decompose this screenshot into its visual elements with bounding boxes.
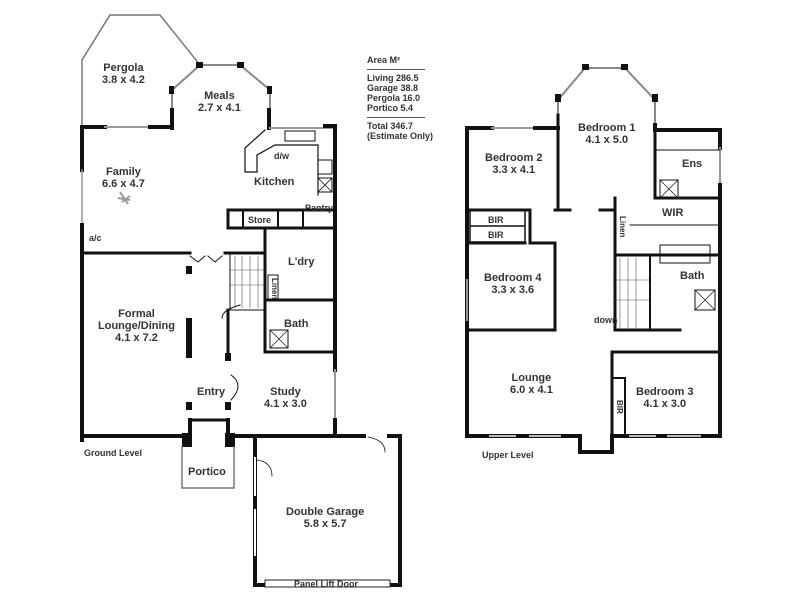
room-store: Store xyxy=(248,215,272,225)
room-pantry: Pantry xyxy=(305,203,334,213)
room-bir-3: BIR xyxy=(615,400,624,414)
area-total: Total 346.7 xyxy=(367,121,413,131)
room-bath-upper: Bath xyxy=(680,270,705,282)
area-summary: Area M² Living 286.5 Garage 38.8 Pergola… xyxy=(367,55,437,141)
ceiling-fan-icon xyxy=(117,191,131,205)
label-dishwasher: d/w xyxy=(274,151,289,161)
label-ac: a/c xyxy=(89,233,102,243)
area-note: (Estimate Only) xyxy=(367,131,434,141)
area-row-living: Living 286.5 xyxy=(367,73,419,83)
room-laundry: L'dry xyxy=(288,256,315,268)
room-wir: WIR xyxy=(662,207,684,219)
room-linen-ground: Linen xyxy=(270,278,279,300)
label-panel-lift-door: Panel Lift Door xyxy=(294,579,359,589)
ground-level-title: Ground Level xyxy=(84,448,143,458)
room-entry: Entry xyxy=(197,386,226,398)
pergola-outline xyxy=(81,14,202,126)
area-title: Area M² xyxy=(367,55,401,65)
room-portico: Portico xyxy=(188,466,226,478)
room-linen-upper: Linen xyxy=(618,216,627,238)
area-row-portico: Portico 5.4 xyxy=(367,103,414,113)
upper-level-title: Upper Level xyxy=(482,450,534,460)
room-kitchen: Kitchen xyxy=(254,176,295,188)
room-bir-2: BIR xyxy=(488,230,504,240)
room-bir-1: BIR xyxy=(488,215,504,225)
area-row-pergola: Pergola 16.0 xyxy=(367,93,421,103)
room-ensuite: Ens xyxy=(682,158,703,170)
area-row-garage: Garage 38.8 xyxy=(367,83,419,93)
label-stairs-down: down xyxy=(594,315,618,325)
divider xyxy=(367,117,425,118)
room-bath-ground: Bath xyxy=(284,318,309,330)
divider xyxy=(367,69,425,70)
